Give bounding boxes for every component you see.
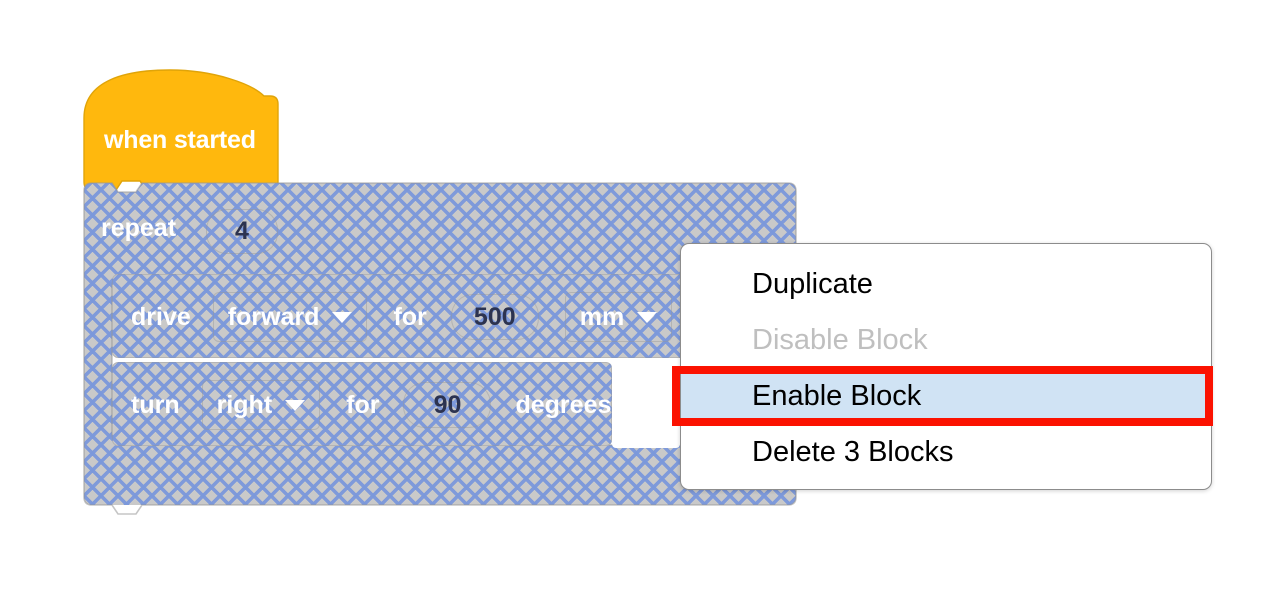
context-menu[interactable]: Duplicate Disable Block Enable Block Del…	[680, 243, 1212, 490]
menu-item-disable-block: Disable Block	[752, 323, 928, 356]
turn-block[interactable]: turn right for 90 degrees	[112, 362, 612, 446]
menu-item-duplicate[interactable]: Duplicate	[752, 267, 873, 300]
drive-block[interactable]: drive forward for 500 mm	[112, 274, 712, 358]
turn-amount-input[interactable]: 90	[403, 382, 492, 428]
drive-direction-value: forward	[227, 302, 320, 331]
turn-direction-value: right	[216, 390, 273, 419]
drive-block-row: drive forward for 500 mm	[113, 275, 673, 359]
drive-unit-value: mm	[579, 302, 625, 331]
menu-item-enable-block[interactable]: Enable Block	[681, 368, 1211, 424]
turn-label: turn	[131, 390, 180, 419]
drive-unit-dropdown[interactable]: mm	[564, 292, 673, 342]
repeat-block-label: repeat	[101, 214, 177, 242]
hat-block-label: when started	[104, 126, 256, 154]
workspace-gap	[612, 360, 680, 448]
turn-direction-dropdown[interactable]: right	[201, 380, 321, 430]
drive-amount-value: 500	[473, 302, 516, 331]
turn-for-label: for	[346, 390, 380, 419]
chevron-down-icon	[637, 311, 658, 323]
drive-direction-dropdown[interactable]: forward	[212, 292, 368, 342]
turn-unit-label: degrees	[515, 390, 612, 419]
drive-for-label: for	[393, 302, 427, 331]
turn-amount-value: 90	[433, 390, 462, 419]
drive-amount-input[interactable]: 500	[450, 294, 539, 340]
when-started-hat-block[interactable]: when started	[83, 69, 290, 194]
repeat-count-value: 4	[235, 217, 249, 245]
chevron-down-icon	[332, 311, 353, 323]
turn-block-row: turn right for 90 degrees	[113, 363, 611, 447]
drive-label: drive	[131, 302, 191, 331]
chevron-down-icon	[285, 399, 306, 411]
repeat-count-input[interactable]: 4	[206, 209, 278, 254]
menu-item-delete-blocks[interactable]: Delete 3 Blocks	[752, 435, 954, 468]
